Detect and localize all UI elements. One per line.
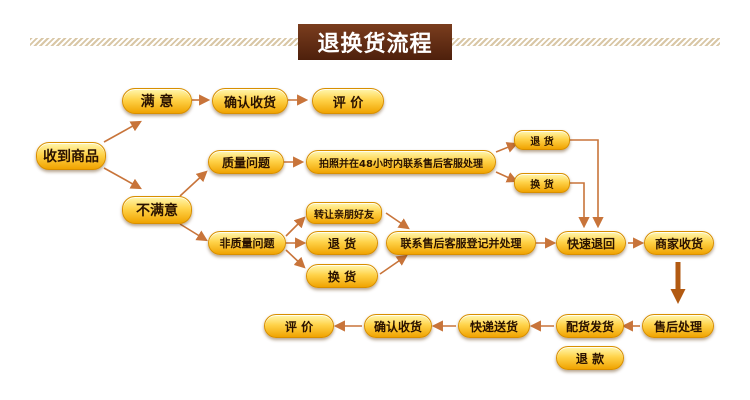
title-banner: 退换货流程 xyxy=(0,24,750,60)
arrow-receive-to-satisfied xyxy=(103,120,142,143)
arrow-gift-to-register xyxy=(385,212,410,230)
node-confirm-receipt-top: 确认收货 xyxy=(212,88,288,114)
node-review-top: 评 价 xyxy=(312,88,384,114)
node-satisfied: 满 意 xyxy=(122,88,192,114)
arrow-notsatisfied-to-nonquality xyxy=(179,223,208,242)
node-merchant-receive: 商家收货 xyxy=(644,231,714,255)
node-confirm-receipt-bottom: 确认收货 xyxy=(364,314,432,338)
node-receive-goods: 收到商品 xyxy=(36,142,106,170)
arrow-photo-to-exchange xyxy=(495,171,519,183)
node-after-sales: 售后处理 xyxy=(642,314,714,338)
node-exchange-mid: 换 货 xyxy=(306,264,378,288)
node-photo-contact: 拍照并在48小时内联系售后客服处理 xyxy=(306,150,496,174)
node-review-bottom: 评 价 xyxy=(264,314,334,338)
node-return-mid: 退 货 xyxy=(306,231,378,255)
arrow-receive-to-notsatisfied xyxy=(103,167,142,190)
node-gift-to-friend: 转让亲朋好友 xyxy=(306,202,382,224)
node-contact-register: 联系售后客服登记并处理 xyxy=(386,231,536,255)
arrow-photo-to-return xyxy=(495,142,519,153)
node-quality-issue: 质量问题 xyxy=(208,150,284,174)
page-title: 退换货流程 xyxy=(298,24,452,60)
arrow-exchange-to-register xyxy=(379,254,408,275)
arrow-nonquality-to-gift xyxy=(285,216,306,237)
node-quick-return: 快速退回 xyxy=(556,231,626,255)
node-exchange-small: 换 货 xyxy=(514,173,570,193)
arrow-exchange-to-quickreturn xyxy=(570,182,590,229)
node-not-satisfied: 不满意 xyxy=(122,196,192,224)
title-stripe-right xyxy=(452,38,720,46)
node-return-small: 退 货 xyxy=(514,130,570,150)
node-non-quality-issue: 非质量问题 xyxy=(208,231,286,255)
node-refund: 退 款 xyxy=(556,346,624,370)
node-express-delivery: 快递送货 xyxy=(458,314,530,338)
arrow-notsatisfied-to-quality xyxy=(179,170,208,197)
title-stripe-left xyxy=(30,38,298,46)
node-ship-replacement: 配货发货 xyxy=(556,314,624,338)
arrow-nonquality-to-exchange xyxy=(285,249,306,269)
arrow-return-to-quickreturn xyxy=(570,139,604,229)
